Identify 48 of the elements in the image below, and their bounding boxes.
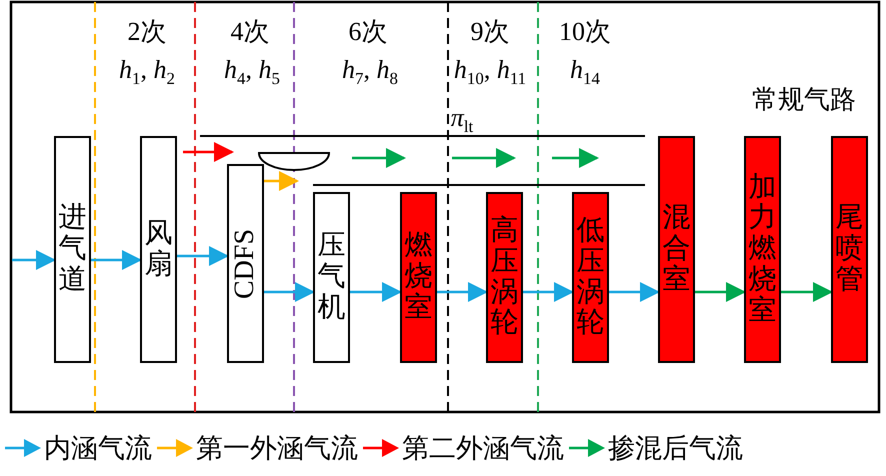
arrow [183, 142, 234, 162]
stage-label: h$_{4}$, h$_{5}$ [224, 56, 280, 89]
stage-label: π$_{lt}$ [450, 104, 474, 137]
arrow [350, 282, 402, 302]
stage-label: h$_{1}$, h$_{2}$ [119, 56, 175, 89]
stage-label: 6次 [348, 18, 388, 47]
legend-text: 第二外涵气流 [402, 432, 564, 465]
arrow [264, 282, 315, 302]
stage-label: 常规气路 [752, 86, 856, 115]
component-label: CDFS [230, 228, 262, 299]
component-box [831, 136, 868, 363]
legend-text: 掺混后气流 [608, 432, 743, 465]
arrow [695, 282, 746, 302]
component-label: 燃烧室 [404, 231, 432, 324]
component-box [227, 164, 264, 363]
component-box [572, 192, 609, 363]
component-box [658, 136, 695, 363]
stage-label: 9次 [470, 18, 510, 47]
arrow [437, 282, 488, 302]
stage-label: 10次 [559, 18, 611, 47]
arrow [262, 171, 299, 191]
component-label: 低压涡轮 [576, 216, 604, 340]
arrow [781, 282, 833, 302]
stage-label: h$_{7}$, h$_{8}$ [342, 56, 398, 89]
legend-text: 第一外涵气流 [196, 432, 358, 465]
stage-label: h$_{10}$, h$_{11}$ [454, 56, 526, 89]
component-label: 尾喷管 [836, 203, 864, 296]
component-box [486, 192, 523, 363]
component-box [400, 192, 437, 363]
arrow [609, 282, 660, 302]
component-label: 混合室 [662, 203, 690, 296]
stage-label: 2次 [128, 18, 166, 47]
stage-label: h$_{14}$ [570, 56, 600, 89]
component-label: 高压涡轮 [490, 216, 518, 340]
component-box [140, 136, 177, 363]
component-label: 进气道 [58, 203, 86, 296]
component-box [313, 192, 350, 363]
component-label: 压气机 [318, 231, 346, 324]
component-box [54, 136, 91, 363]
component-label: 加力燃烧室 [748, 172, 776, 326]
component-label: 风扇 [144, 218, 172, 280]
stage-label: 4次 [230, 18, 270, 47]
legend-text: 内涵气流 [44, 432, 152, 465]
component-box [744, 136, 781, 363]
arrow [523, 282, 574, 302]
arrow [91, 250, 142, 270]
arrow [12, 250, 56, 270]
arrow [177, 246, 229, 266]
